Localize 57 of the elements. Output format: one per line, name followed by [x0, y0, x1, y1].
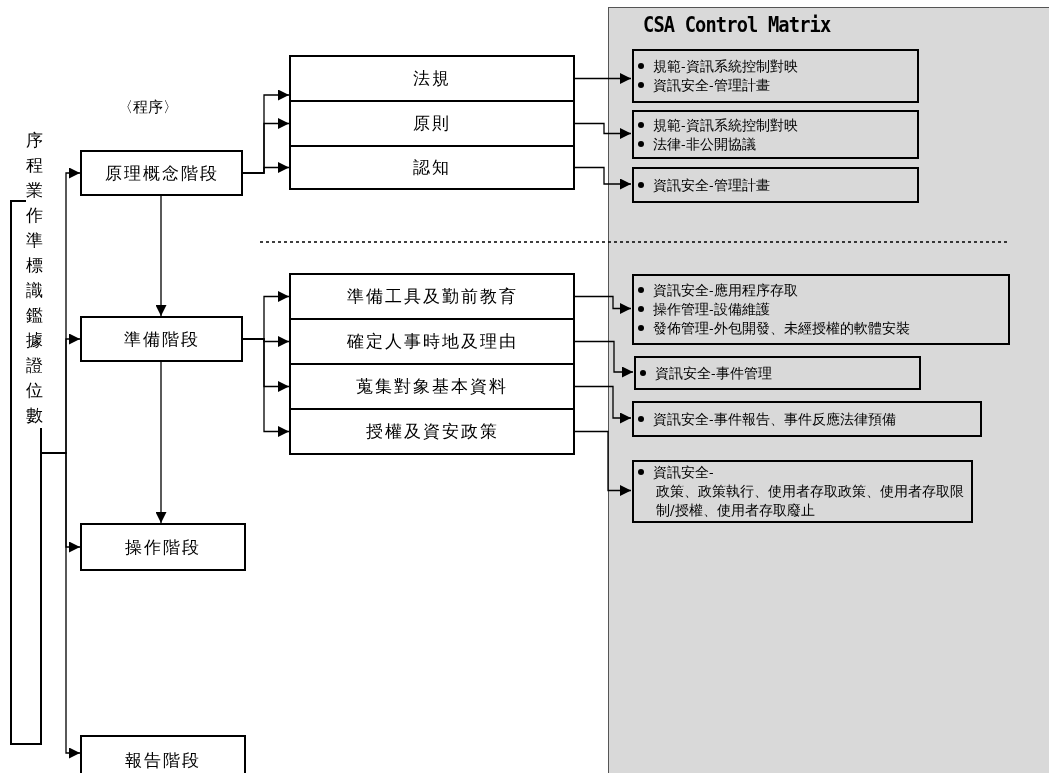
step-box [289, 145, 575, 190]
matrix-panel [608, 7, 1049, 773]
bullet-item: 操作管理-設備維護 [638, 300, 1002, 319]
arrow [574, 295, 632, 314]
arrow [242, 338, 290, 437]
arrow [242, 162, 290, 174]
box-label: 原理概念階段 [104, 161, 219, 185]
box-label: 準備階段 [123, 327, 200, 351]
control-box [632, 49, 919, 103]
box-label: 報告階段 [125, 748, 201, 772]
bullet-item: 發佈管理-外包開發、未經授權的軟體安裝 [638, 319, 1002, 338]
box-label: 確定人事時地及理由 [346, 330, 518, 353]
step-box [289, 273, 575, 320]
bullet-item: 資訊安全-事件管理 [640, 363, 913, 383]
control-box [632, 401, 982, 437]
arrow [155, 361, 167, 524]
control-box [632, 274, 1010, 345]
box-label: 原則 [413, 112, 451, 135]
step-box [289, 318, 575, 365]
section-label: 〈程序〉 [118, 98, 178, 117]
bullet-item: 資訊安全- [638, 463, 965, 482]
control-box [632, 460, 973, 523]
box-label: 操作階段 [125, 535, 201, 559]
box-label: 準備工具及勤前教育 [346, 285, 518, 308]
box-label: 認知 [413, 156, 451, 179]
arrow [574, 430, 632, 496]
phase-box [80, 150, 243, 196]
bullet-item: 資訊安全-應用程序存取 [638, 281, 1002, 300]
control-box [634, 356, 921, 390]
phase-box [80, 523, 246, 571]
control-box [632, 110, 919, 159]
arrow [155, 195, 167, 317]
phase-box [80, 316, 243, 362]
box-label: 法規 [413, 67, 451, 90]
phase-box [80, 735, 246, 773]
arrow [574, 122, 632, 139]
bullet-item: 資訊安全-事件報告、事件反應法律預備 [638, 409, 974, 429]
control-box [632, 167, 919, 203]
bullet-item: 資訊安全-管理計畫 [638, 175, 911, 195]
arrow [574, 166, 632, 190]
step-box [289, 55, 575, 102]
step-box [289, 363, 575, 410]
arrow [41, 452, 81, 759]
item-text: 政策、政策執行、使用者存取政策、使用者存取限制/授權、使用者存取廢止 [655, 482, 965, 520]
arrow [574, 340, 634, 378]
arrow [574, 73, 632, 84]
box-label: 授權及資安政策 [365, 420, 499, 443]
bullet-item: 法律-非公開協議 [638, 134, 911, 154]
step-box [289, 408, 575, 455]
bullet-item: 規範-資訊系統控制對映 [638, 115, 911, 135]
bullet-item: 規範-資訊系統控制對映 [638, 57, 911, 76]
arrow [574, 385, 632, 424]
vertical-title: 序程業作準標識鑑據證位數 [26, 128, 44, 428]
bullet-item: 資訊安全-管理計畫 [638, 76, 911, 95]
panel-title: CSA Control Matrix [643, 12, 831, 37]
box-label: 蒐集對象基本資料 [356, 375, 508, 398]
step-box [289, 100, 575, 147]
